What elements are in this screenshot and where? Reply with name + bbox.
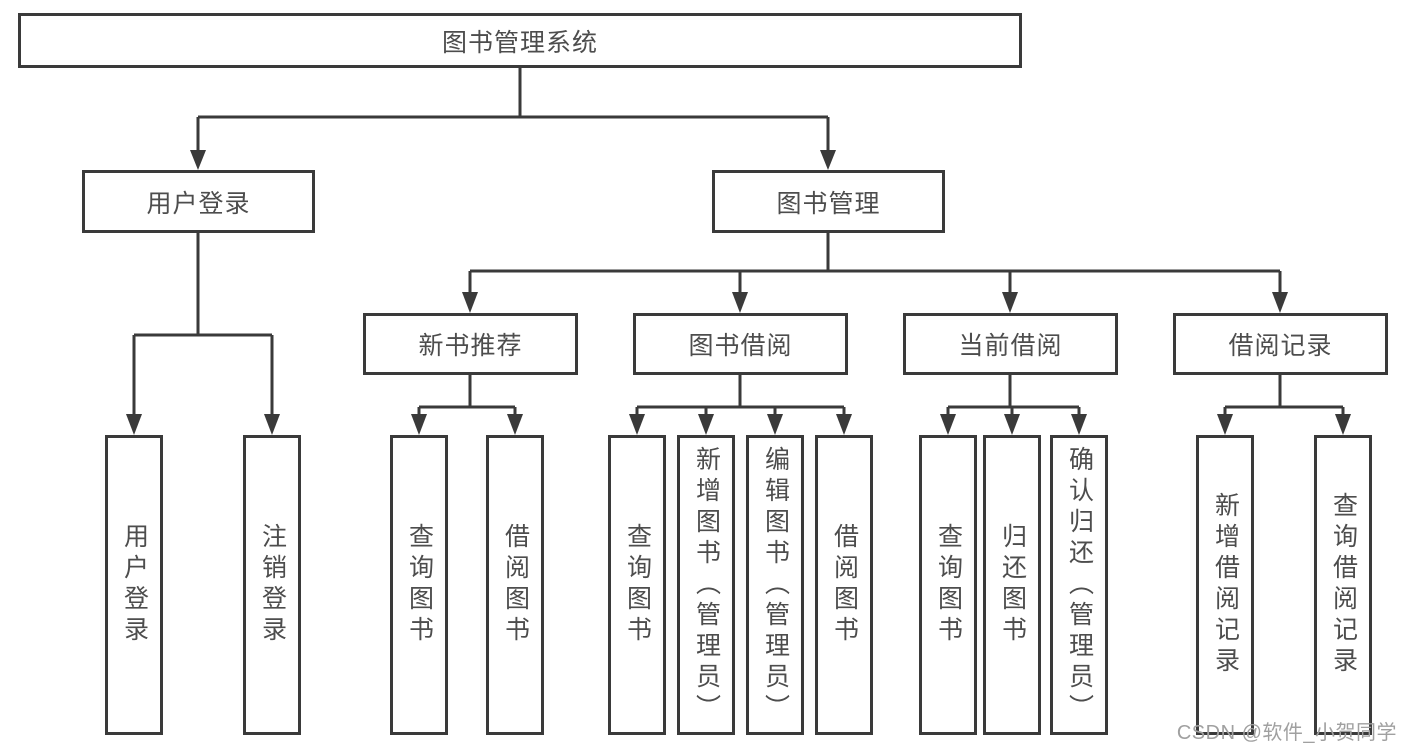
leaf-query-books-borrowing: 查询图书 bbox=[608, 435, 666, 735]
leaf-query-books-newbook: 查询图书 bbox=[390, 435, 448, 735]
arrowhead bbox=[732, 292, 748, 313]
node-book-management: 图书管理 bbox=[712, 170, 945, 233]
arrowhead bbox=[264, 414, 280, 435]
leaf-query-books-current: 查询图书 bbox=[919, 435, 977, 735]
leaf-add-books-admin: 新增图书（管理员） bbox=[677, 435, 735, 735]
arrowhead bbox=[1272, 292, 1288, 313]
leaf-logout-login: 注销登录 bbox=[243, 435, 301, 735]
leaf-add-borrow-record: 新增借阅记录 bbox=[1196, 435, 1254, 735]
arrowhead bbox=[629, 414, 645, 435]
node-current-borrowing: 当前借阅 bbox=[903, 313, 1118, 375]
node-borrowing-records: 借阅记录 bbox=[1173, 313, 1388, 375]
node-library-management-system: 图书管理系统 bbox=[18, 13, 1022, 68]
leaf-borrow-books: 借阅图书 bbox=[815, 435, 873, 735]
arrowhead bbox=[411, 414, 427, 435]
node-user-login: 用户登录 bbox=[82, 170, 315, 233]
arrowhead bbox=[507, 414, 523, 435]
leaf-confirm-return-admin: 确认归还（管理员） bbox=[1050, 435, 1108, 735]
arrowhead bbox=[462, 292, 478, 313]
arrowhead bbox=[820, 150, 836, 170]
arrowhead bbox=[698, 414, 714, 435]
arrowhead bbox=[940, 414, 956, 435]
arrowhead bbox=[190, 150, 206, 170]
arrowhead bbox=[767, 414, 783, 435]
arrowhead bbox=[1335, 414, 1351, 435]
arrowhead bbox=[1217, 414, 1233, 435]
arrowhead bbox=[126, 414, 142, 435]
node-new-book-recommendation: 新书推荐 bbox=[363, 313, 578, 375]
leaf-query-borrow-record: 查询借阅记录 bbox=[1314, 435, 1372, 735]
arrowhead bbox=[1004, 414, 1020, 435]
node-book-borrowing: 图书借阅 bbox=[633, 313, 848, 375]
leaf-return-books: 归还图书 bbox=[983, 435, 1041, 735]
watermark: CSDN @软件_小贺同学 bbox=[1176, 722, 1397, 744]
arrowhead bbox=[836, 414, 852, 435]
leaf-borrow-books-newbook: 借阅图书 bbox=[486, 435, 544, 735]
leaf-edit-books-admin: 编辑图书（管理员） bbox=[746, 435, 804, 735]
leaf-user-login: 用户登录 bbox=[105, 435, 163, 735]
arrowhead bbox=[1002, 292, 1018, 313]
arrowhead bbox=[1071, 414, 1087, 435]
